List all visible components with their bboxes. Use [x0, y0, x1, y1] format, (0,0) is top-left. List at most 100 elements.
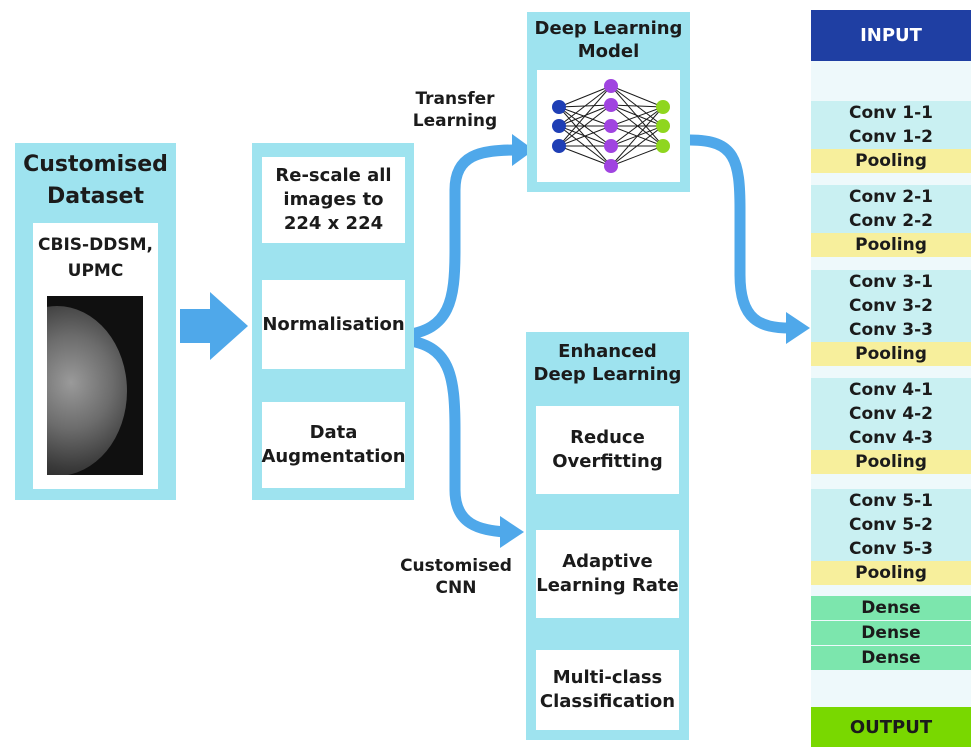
reduce-overfitting-box: Reduce Overfitting	[536, 406, 679, 494]
rescale-line1: Re-scale all	[275, 165, 392, 186]
nn-node	[656, 100, 670, 114]
conv-5-1-label: Conv 5-1	[849, 491, 933, 511]
multiclass-classification-box: Multi-class Classification	[536, 650, 679, 730]
rescale-line3: 224 x 224	[283, 213, 384, 234]
dataset-source: CBIS-DDSM, UPMC	[33, 232, 158, 284]
nn-edge	[558, 85, 612, 108]
nn-edge	[610, 145, 664, 167]
mammogram-image	[47, 296, 143, 475]
conv-5-3-label: Conv 5-3	[849, 539, 933, 559]
dataset-title-line1: Customised	[23, 152, 168, 177]
step2-line1: Adaptive	[562, 551, 653, 572]
nn-edge	[610, 85, 664, 108]
pooling-4-label: Pooling	[855, 452, 927, 472]
customised-cnn-arrowhead	[500, 516, 524, 548]
conv-5-2-label: Conv 5-2	[849, 515, 933, 535]
conv-3-2-layer: Conv 3-2	[811, 294, 971, 318]
conv-1-1-label: Conv 1-1	[849, 103, 933, 123]
model-to-architecture-curve	[689, 134, 791, 334]
transfer-line1: Transfer	[415, 89, 495, 109]
custom-line1: Customised	[400, 556, 512, 576]
dense-3-layer: Dense	[811, 646, 971, 670]
pooling-3-layer: Pooling	[811, 342, 971, 366]
augmentation-line2: Augmentation	[261, 446, 406, 467]
dense-2-layer: Dense	[811, 621, 971, 645]
conv-5-1-layer: Conv 5-1	[811, 489, 971, 513]
nn-node	[656, 119, 670, 133]
nn-node	[604, 119, 618, 133]
conv-4-2-label: Conv 4-2	[849, 404, 933, 424]
nn-edge	[610, 104, 664, 108]
nn-node	[604, 139, 618, 153]
input-label: INPUT	[860, 25, 922, 46]
augmentation-line1: Data	[309, 422, 358, 443]
step3-line1: Multi-class	[552, 667, 663, 688]
conv-2-2-label: Conv 2-2	[849, 211, 933, 231]
conv-5-3-layer: Conv 5-3	[811, 537, 971, 561]
augmentation-box: Data Augmentation	[261, 402, 406, 488]
conv-2-1-layer: Conv 2-1	[811, 185, 971, 209]
nn-edge	[610, 106, 664, 147]
dataset-title-line2: Dataset	[46, 184, 144, 209]
customised-cnn-label: Customised CNN	[392, 555, 520, 599]
conv-3-2-label: Conv 3-2	[849, 296, 933, 316]
pooling-1-label: Pooling	[855, 151, 927, 171]
model-to-architecture-arrowhead	[786, 312, 810, 344]
nn-edge	[610, 125, 664, 167]
rescale-box: Re-scale all images to 224 x 224	[262, 157, 405, 243]
dl-model-title-line2: Model	[577, 41, 640, 62]
nn-edge	[558, 125, 612, 147]
step2-line2: Learning Rate	[536, 575, 679, 596]
custom-line2: CNN	[435, 578, 477, 598]
nn-node	[552, 100, 566, 114]
normalisation-label: Normalisation	[262, 313, 405, 335]
conv-2-2-layer: Conv 2-2	[811, 209, 971, 233]
nn-edge	[610, 104, 664, 127]
transfer-learning-curve	[403, 144, 516, 341]
output-label: OUTPUT	[849, 716, 933, 738]
nn-edge	[558, 145, 612, 167]
conv-4-3-layer: Conv 4-3	[811, 426, 971, 450]
dense-3-label: Dense	[861, 648, 921, 668]
dataset-title: Customised Dataset	[15, 149, 176, 213]
pooling-2-label: Pooling	[855, 235, 927, 255]
conv-1-2-layer: Conv 1-2	[811, 125, 971, 149]
conv-3-1-layer: Conv 3-1	[811, 270, 971, 294]
nn-node	[552, 139, 566, 153]
transfer-learning-label: Transfer Learning	[405, 88, 505, 132]
dataset-to-preprocess-arrow	[180, 292, 248, 360]
nn-node	[604, 79, 618, 93]
dense-1-layer: Dense	[811, 596, 971, 620]
step3-line2: Classification	[539, 691, 676, 712]
nn-node	[552, 119, 566, 133]
conv-3-3-layer: Conv 3-3	[811, 318, 971, 342]
enhanced-title-line1: Enhanced	[558, 341, 657, 362]
step1-line2: Overfitting	[552, 451, 663, 472]
pooling-4-layer: Pooling	[811, 450, 971, 474]
step1-line1: Reduce	[570, 427, 645, 448]
normalisation-box: Normalisation	[262, 280, 405, 369]
conv-2-1-label: Conv 2-1	[849, 187, 933, 207]
dl-model-title: Deep Learning Model	[527, 17, 690, 63]
transfer-learning-arrowhead	[512, 134, 534, 166]
conv-5-2-layer: Conv 5-2	[811, 513, 971, 537]
nn-edge	[558, 85, 612, 147]
conv-4-1-label: Conv 4-1	[849, 380, 933, 400]
pooling-5-layer: Pooling	[811, 561, 971, 585]
adaptive-learning-rate-box: Adaptive Learning Rate	[536, 530, 679, 618]
dataset-source-line2: UPMC	[67, 261, 124, 281]
neural-network-icon	[552, 79, 670, 173]
customised-cnn-curve	[403, 334, 506, 538]
nn-node	[604, 98, 618, 112]
dense-1-label: Dense	[861, 598, 921, 618]
enhanced-title-line2: Deep Learning	[533, 364, 682, 385]
conv-3-3-label: Conv 3-3	[849, 320, 933, 340]
dataset-source-line1: CBIS-DDSM,	[38, 235, 153, 255]
nn-edge	[558, 85, 612, 127]
dl-model-title-line1: Deep Learning	[534, 18, 683, 39]
pooling-1-layer: Pooling	[811, 149, 971, 173]
output-layer: OUTPUT	[811, 707, 971, 747]
nn-edge	[558, 104, 612, 147]
rescale-line2: images to	[283, 189, 384, 210]
pooling-5-label: Pooling	[855, 563, 927, 583]
